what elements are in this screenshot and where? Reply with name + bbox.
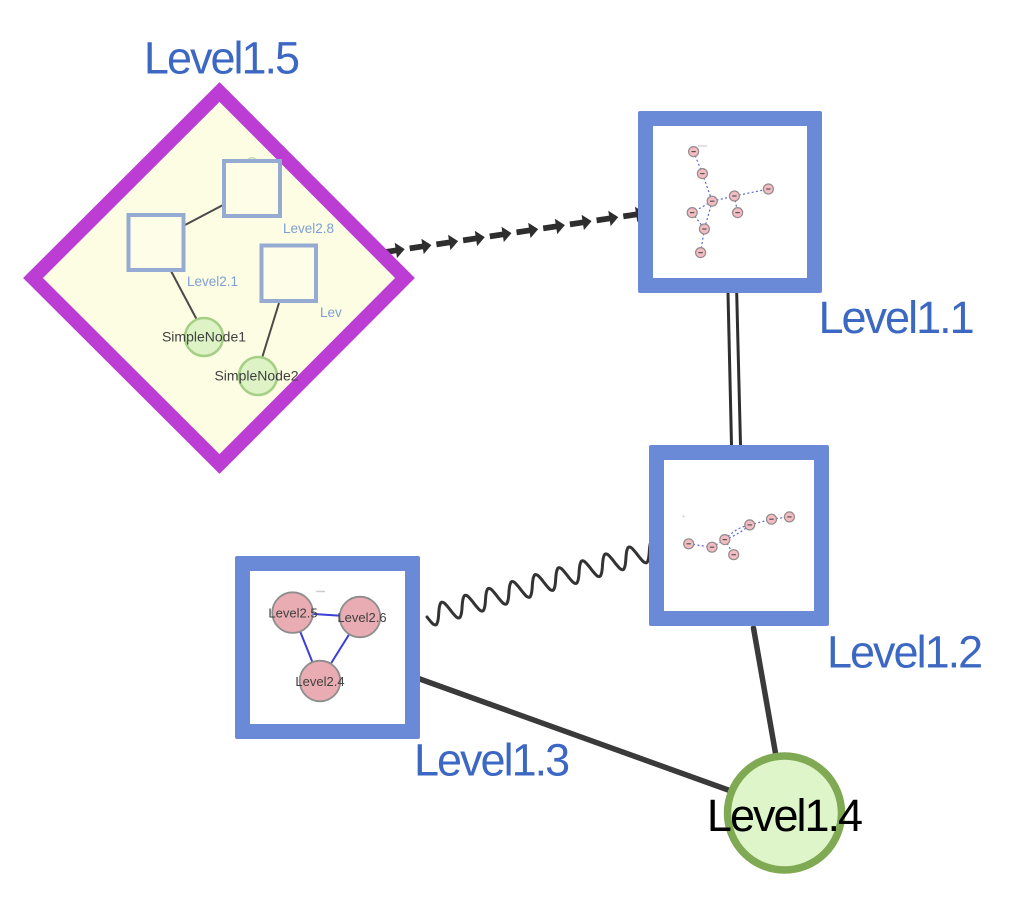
svg-text:Level2.1: Level2.1	[187, 274, 238, 289]
svg-text:Level2.4: Level2.4	[295, 674, 344, 689]
svg-text:Level1.3: Level1.3	[414, 735, 569, 786]
svg-text:Level2.8: Level2.8	[283, 221, 334, 236]
svg-text:Level2.6: Level2.6	[337, 610, 386, 625]
svg-text:Lev: Lev	[320, 305, 342, 320]
svg-text:Level1.5: Level1.5	[144, 33, 299, 84]
svg-text:Level1.1: Level1.1	[819, 292, 973, 343]
svg-text:Level1.4: Level1.4	[707, 790, 862, 841]
svg-text:SimpleNode1: SimpleNode1	[162, 329, 246, 345]
svg-text:Level1.2: Level1.2	[827, 627, 981, 678]
svg-text:Level2.5: Level2.5	[268, 606, 317, 621]
svg-text:SimpleNode2: SimpleNode2	[214, 368, 298, 384]
